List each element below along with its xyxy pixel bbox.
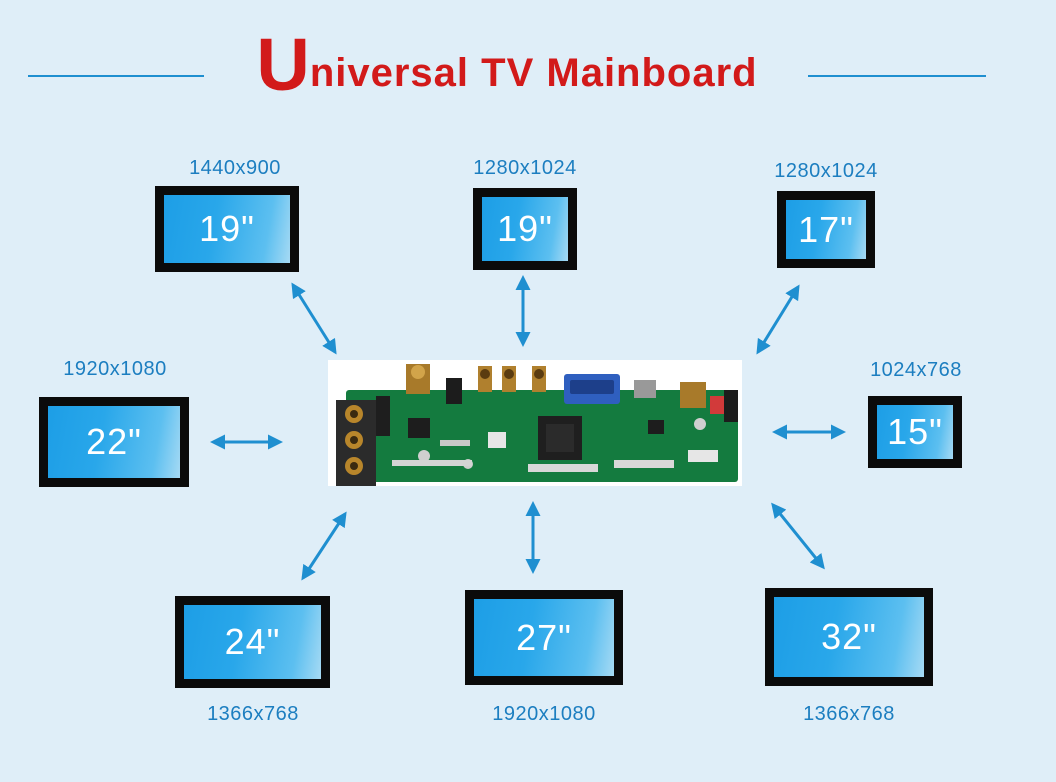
monitor-resolution: 1366x768 <box>803 703 895 725</box>
monitor-32in-1366x768: 32" <box>765 588 933 686</box>
monitor-19in-1440x900: 19" <box>155 186 299 272</box>
monitor-screen: 24" <box>184 605 321 679</box>
monitor-size: 24" <box>224 621 281 662</box>
monitor-screen: 17" <box>786 200 866 259</box>
double-arrow-icon <box>291 282 337 355</box>
monitor-19in-1280x1024: 19" <box>473 188 577 270</box>
monitor-size: 17" <box>798 208 854 250</box>
monitor-17in-1280x1024: 17" <box>777 191 875 268</box>
monitor-screen: 15" <box>877 405 953 459</box>
double-arrow-icon <box>771 502 825 570</box>
monitor-size: 19" <box>199 208 255 249</box>
monitor-size: 19" <box>497 208 553 249</box>
monitor-27in-1920x1080: 27" <box>465 590 623 685</box>
monitor-size: 22" <box>86 421 142 462</box>
double-arrow-icon <box>301 511 347 581</box>
monitor-resolution: 1280x1024 <box>774 160 878 182</box>
monitor-resolution: 1280x1024 <box>473 157 577 179</box>
monitor-size: 15" <box>887 411 943 452</box>
monitor-size: 32" <box>821 616 877 657</box>
monitor-screen: 27" <box>474 599 614 676</box>
monitor-screen: 32" <box>774 597 924 677</box>
title-initial: U <box>256 23 310 106</box>
monitor-screen: 19" <box>482 197 568 261</box>
page-title: Universal TV Mainboard <box>210 28 804 102</box>
monitor-15in-1024x768: 15" <box>868 396 962 468</box>
monitor-resolution: 1024x768 <box>870 359 962 381</box>
double-arrow-icon <box>756 284 800 355</box>
title-divider-right <box>808 75 986 77</box>
monitor-24in-1366x768: 24" <box>175 596 330 688</box>
title-divider-left <box>28 75 204 77</box>
monitor-resolution: 1920x1080 <box>63 358 167 380</box>
monitor-resolution: 1440x900 <box>189 157 281 179</box>
title-text: niversal TV Mainboard <box>309 51 758 95</box>
monitor-resolution: 1366x768 <box>207 703 299 725</box>
monitor-screen: 22" <box>48 406 180 478</box>
monitor-screen: 19" <box>164 195 290 263</box>
monitor-resolution: 1920x1080 <box>492 703 596 725</box>
mainboard-image <box>328 360 742 486</box>
monitor-22in-1920x1080: 22" <box>39 397 189 487</box>
monitor-size: 27" <box>516 616 572 658</box>
